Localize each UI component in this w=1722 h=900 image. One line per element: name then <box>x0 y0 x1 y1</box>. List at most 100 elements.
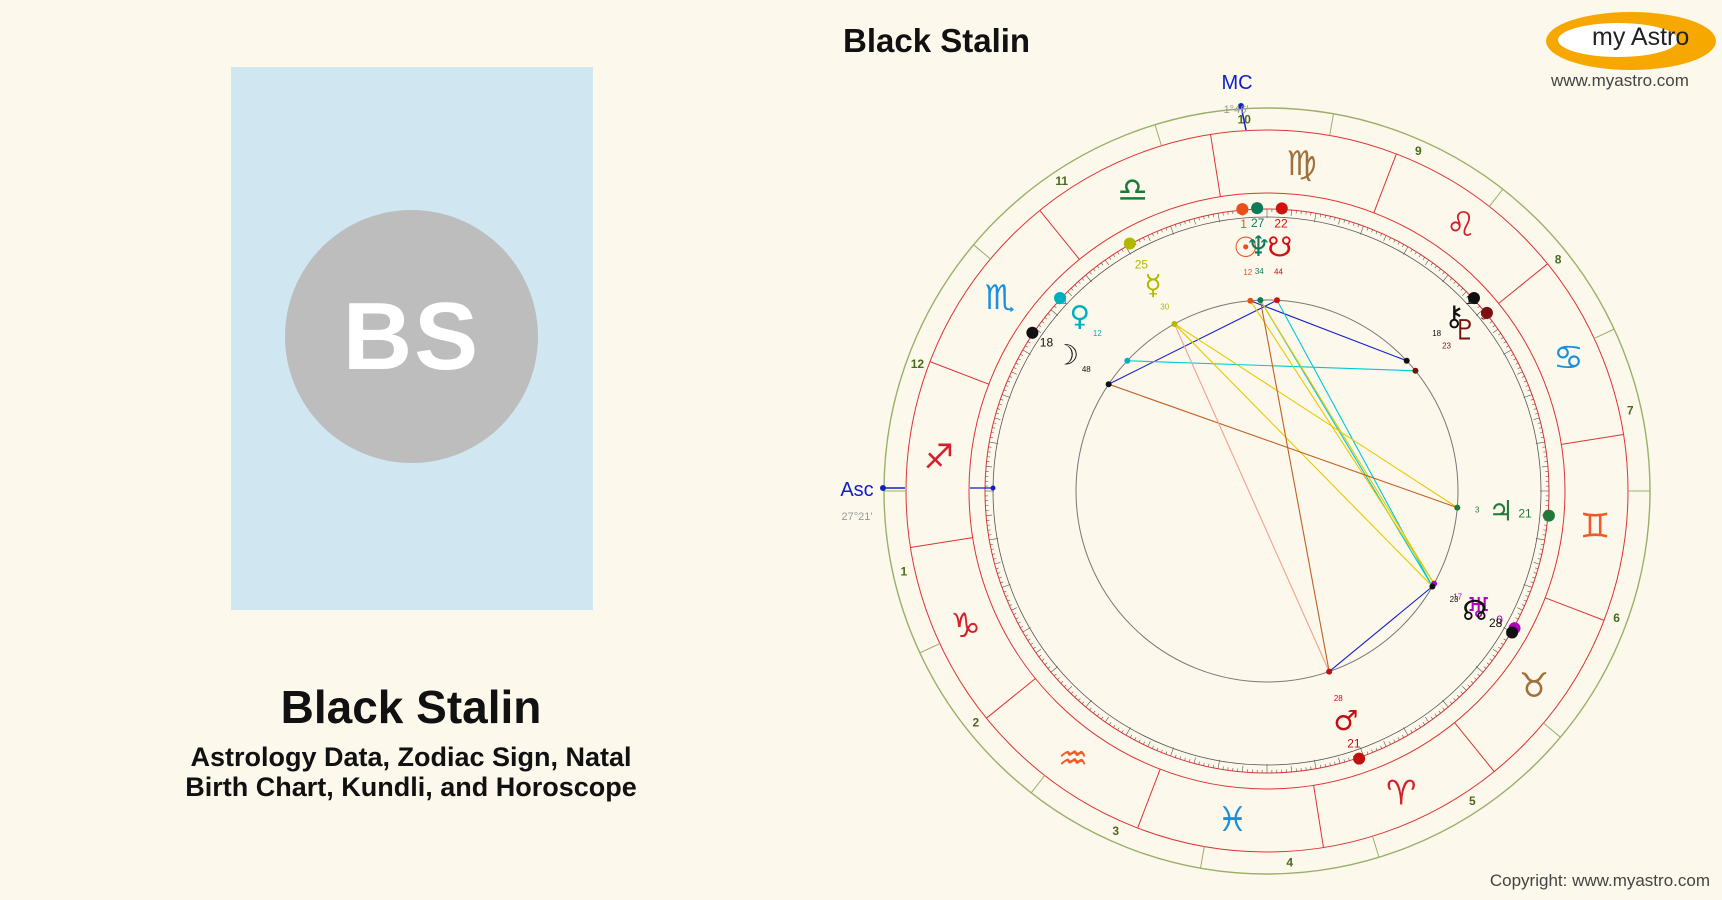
sign-boundary <box>1313 785 1324 848</box>
sun-aspect-point <box>1247 297 1254 304</box>
degree-tick <box>1470 681 1474 684</box>
degree-tick <box>990 543 994 546</box>
degree-tick <box>990 436 994 439</box>
sign-boundary <box>910 537 973 548</box>
neptune-aspect-point <box>1257 297 1264 304</box>
chiron-minutes: 18 <box>1432 329 1441 338</box>
jupiter-icon: ♃ <box>1489 494 1514 527</box>
sign-scorpio-icon: ♏︎ <box>985 278 1015 318</box>
degree-tick <box>1097 713 1100 717</box>
degree-tick <box>1360 225 1364 235</box>
chiron-aspect-point <box>1403 357 1410 364</box>
degree-tick <box>1170 225 1174 235</box>
degree-tick <box>1457 284 1460 288</box>
degree-tick <box>1442 699 1449 708</box>
degree-tick <box>1453 698 1456 701</box>
degree-tick <box>1515 617 1519 620</box>
degree-tick <box>1486 662 1490 665</box>
degree-tick <box>1179 222 1182 226</box>
aspect-circle <box>1075 299 1459 683</box>
uranus-minutes: 17 <box>1453 593 1462 602</box>
degree-tick <box>1523 394 1533 398</box>
degree-tick <box>997 408 1001 410</box>
degree-tick <box>1527 590 1531 593</box>
degree-tick <box>1449 277 1453 281</box>
degree-tick <box>1138 239 1141 243</box>
degree-tick <box>998 403 1002 406</box>
degree-tick <box>1078 698 1081 701</box>
degree-tick <box>1338 218 1341 225</box>
degree-tick <box>1193 218 1196 225</box>
degree-tick <box>1460 287 1464 291</box>
degree-tick <box>1410 249 1413 253</box>
degree-tick <box>1540 436 1544 439</box>
aspect-line-moon-jupiter <box>1108 383 1458 509</box>
venus-minutes: 12 <box>1093 329 1102 338</box>
degree-tick <box>1401 244 1404 248</box>
site-url[interactable]: www.myastro.com <box>1551 71 1689 90</box>
node-icon: ☊ <box>1462 594 1487 627</box>
degree-tick <box>1198 761 1200 765</box>
degree-tick <box>1389 237 1391 241</box>
house-number-2: 2 <box>973 716 980 730</box>
sign-boundary <box>1137 769 1161 829</box>
degree-tick <box>1498 333 1501 336</box>
lilith-marker <box>1275 202 1288 215</box>
degree-tick <box>1138 739 1141 743</box>
degree-tick <box>1147 741 1151 747</box>
degree-tick <box>1397 737 1400 741</box>
house-cusp <box>973 244 991 260</box>
degree-tick <box>1020 625 1024 628</box>
degree-tick <box>1009 604 1013 606</box>
pluto-aspect-point <box>1412 367 1419 374</box>
lilith-degree: 22 <box>1274 216 1288 230</box>
mars-minutes: 28 <box>1334 694 1343 703</box>
degree-tick <box>989 538 999 541</box>
degree-tick <box>1430 262 1433 266</box>
degree-tick <box>1357 224 1360 228</box>
moon-marker <box>1026 326 1039 339</box>
degree-tick <box>1179 756 1182 760</box>
degree-tick <box>1105 716 1109 723</box>
degree-tick <box>1422 722 1425 725</box>
degree-tick <box>1343 219 1346 223</box>
chiron-marker <box>1467 291 1480 304</box>
degree-tick <box>1383 741 1387 747</box>
degree-tick <box>1188 219 1191 223</box>
degree-tick <box>1022 349 1031 355</box>
jupiter-minutes: 3 <box>1475 505 1480 514</box>
house-cusp <box>1329 113 1334 136</box>
moon-aspect-point <box>1105 381 1112 388</box>
degree-tick <box>1492 654 1496 657</box>
degree-tick <box>1375 231 1378 235</box>
degree-tick <box>1212 764 1215 768</box>
neptune-degree: 27 <box>1251 216 1265 230</box>
degree-tick <box>1047 666 1051 669</box>
degree-tick <box>1143 237 1145 241</box>
chiron-degree: 11 <box>1466 293 1479 307</box>
degree-tick <box>1401 734 1404 738</box>
degree-tick <box>1134 737 1137 741</box>
degree-tick <box>1147 235 1151 241</box>
sign-gemini-icon: ♊︎ <box>1580 506 1610 546</box>
degree-tick <box>1074 284 1077 288</box>
house-number-12: 12 <box>911 357 925 371</box>
sun-icon: ☉ <box>1233 231 1258 264</box>
degree-tick <box>986 514 993 516</box>
degree-tick <box>1438 710 1441 714</box>
degree-tick <box>1212 214 1215 218</box>
degree-tick <box>1366 751 1369 755</box>
degree-tick <box>1539 432 1543 434</box>
house-cusp <box>919 643 941 654</box>
degree-tick <box>1371 229 1373 233</box>
aspect-line-mercury-jupiter <box>1174 323 1458 509</box>
degree-tick <box>1533 572 1537 574</box>
asc-dot <box>880 485 886 491</box>
node-aspect-point <box>1429 583 1436 590</box>
sun-degree: 1 <box>1240 217 1247 231</box>
degree-tick <box>1184 757 1186 761</box>
zodiac-outer-ring <box>968 192 1566 790</box>
myastro-logo[interactable]: my Astro <box>1546 12 1716 70</box>
degree-tick <box>1477 305 1481 309</box>
degree-tick <box>1030 642 1034 645</box>
